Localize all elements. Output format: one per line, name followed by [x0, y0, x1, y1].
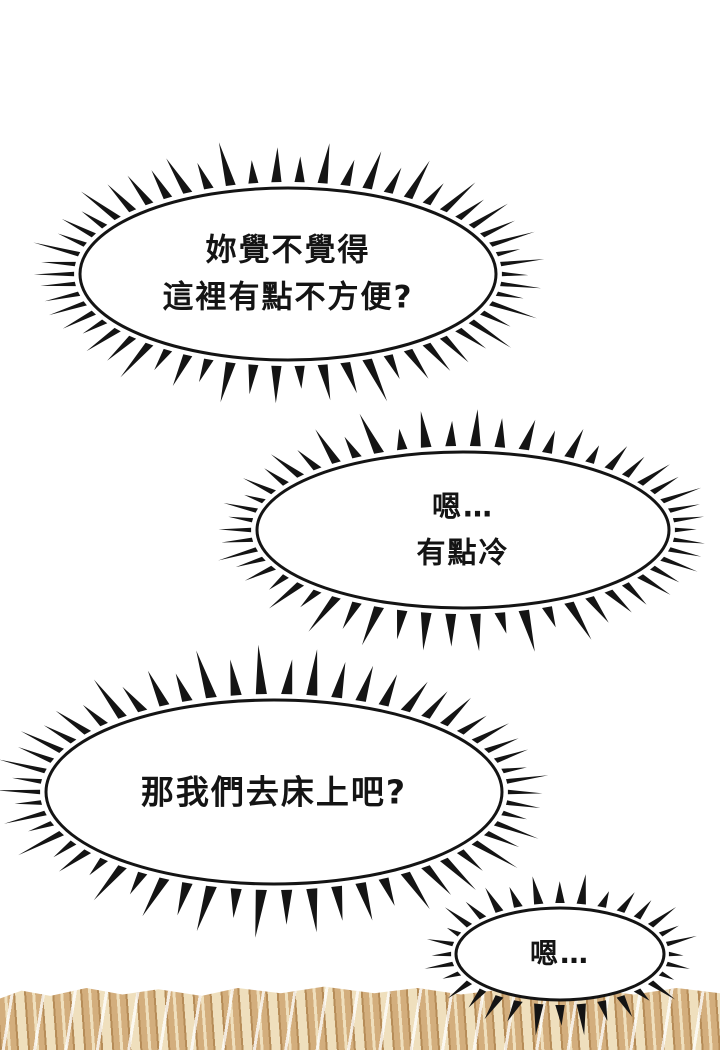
bubble-text-4: 嗯… [530, 933, 590, 975]
bubble-line: 這裡有點不方便? [162, 279, 414, 315]
speech-bubble-1: 妳覺不覺得 這裡有點不方便? [18, 118, 558, 433]
speech-bubble-2: 嗯… 有點冷 [200, 404, 720, 660]
burst-outline-icon [0, 644, 549, 938]
bubble-line: 有點冷 [416, 536, 510, 570]
burst-outline-icon [218, 409, 705, 652]
bubble-line: 妳覺不覺得 [205, 232, 371, 269]
bubble-text-2: 嗯… 有點冷 [416, 484, 509, 577]
speech-bubble-4: 嗯… [424, 872, 706, 1040]
bubble-line: 嗯… [529, 937, 591, 970]
burst-outline-icon [33, 142, 545, 404]
bubble-line: 那我們去床上吧? [140, 772, 408, 812]
bubble-text-1: 妳覺不覺得 這裡有點不方便? [163, 228, 414, 321]
burst-outline-icon [424, 874, 697, 1036]
speech-bubble-3: 那我們去床上吧? [0, 644, 562, 938]
bubble-text-3: 那我們去床上吧? [141, 767, 407, 817]
bubble-line: 嗯… [431, 489, 495, 524]
